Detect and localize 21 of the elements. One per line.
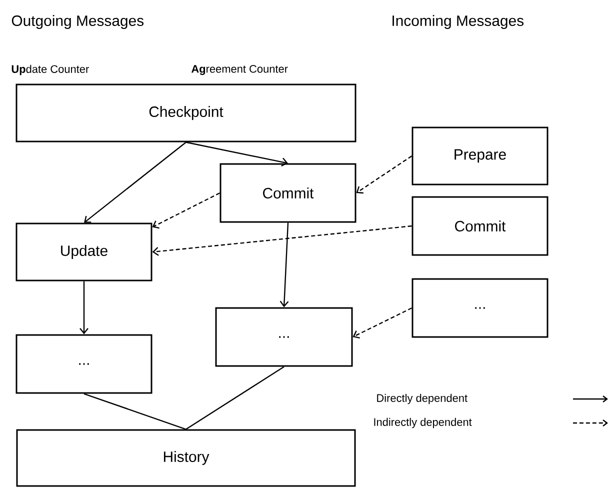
process-box: Checkpoint <box>16 84 356 142</box>
arrow <box>80 281 88 334</box>
legend-label: Directly dependent <box>377 394 468 404</box>
arrow <box>186 142 288 166</box>
arrow <box>152 225 412 256</box>
heading-label: Incoming Messages <box>392 15 524 29</box>
arrow <box>352 307 412 339</box>
process-box: Commit <box>220 163 356 223</box>
arrow <box>280 222 289 308</box>
arrow <box>356 156 412 194</box>
process-box: Commit <box>412 196 548 256</box>
process-box: ... <box>215 307 353 367</box>
legend-label: Indirectly dependent <box>374 418 472 428</box>
process-box: ... <box>412 278 548 338</box>
arrow <box>152 192 220 229</box>
arrow <box>84 142 186 223</box>
heading-label: Outgoing Messages <box>12 15 144 29</box>
process-box: Update <box>16 222 152 282</box>
process-box: Prepare <box>412 126 548 186</box>
process-box: History <box>16 429 356 487</box>
process-box: ... <box>16 334 152 394</box>
